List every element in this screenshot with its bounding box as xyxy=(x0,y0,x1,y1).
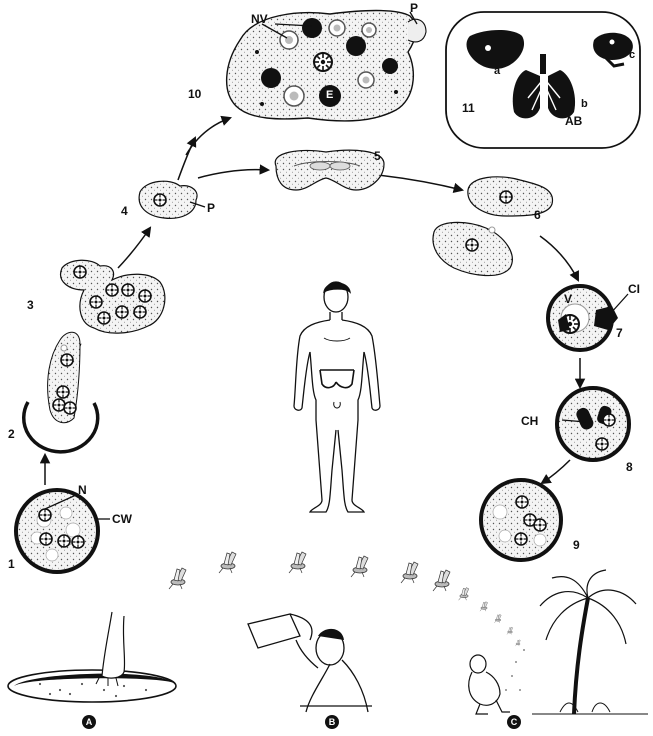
organ-label-lung: b xyxy=(581,99,588,110)
chromatoid-label: CI xyxy=(628,283,640,295)
stage-9-mature-cyst xyxy=(481,480,561,560)
stage-label-2: 2 xyxy=(8,428,15,440)
ingested-cell-label: E xyxy=(326,90,333,101)
stage-4-trophozoite xyxy=(139,181,205,218)
organ-label-liver: a xyxy=(494,66,500,77)
nuclear-variation-label: NV xyxy=(251,13,268,25)
human-figure xyxy=(294,282,380,512)
stage-label-8: 8 xyxy=(626,461,633,473)
route-a-soil-contact xyxy=(8,612,176,702)
route-c-defecation xyxy=(469,570,648,714)
stage-label-5: 5 xyxy=(374,150,381,162)
vacuole-label: V xyxy=(564,293,572,305)
route-label-c: C xyxy=(507,715,521,729)
stage-label-6: 6 xyxy=(534,209,541,221)
stage-7-precyst xyxy=(548,286,628,350)
cyst-wall-label: CW xyxy=(112,513,132,525)
chromatoid-bodies-label: CH xyxy=(521,415,538,427)
pseudopod-label-stage-10: P xyxy=(410,2,418,14)
stage-label-4: 4 xyxy=(121,205,128,217)
stage-label-3: 3 xyxy=(27,299,34,311)
pseudopod-label-stage-4: P xyxy=(207,202,215,214)
stage-3-metacystic xyxy=(61,260,165,333)
organ-label-brain: c xyxy=(629,50,635,61)
stage-6-daughters xyxy=(433,177,553,276)
stage-8-cyst xyxy=(557,388,629,460)
stage-label-11: 11 xyxy=(462,102,475,114)
stage-label-10: 10 xyxy=(188,88,201,100)
stage-1-cyst xyxy=(16,490,110,572)
route-label-a: A xyxy=(82,715,96,729)
route-label-b: B xyxy=(325,715,339,729)
stage-5-dividing xyxy=(275,150,384,190)
flies xyxy=(169,552,520,646)
stage-10-trophozoite xyxy=(227,11,426,121)
route-b-drinking xyxy=(248,614,372,712)
palm-tree-icon xyxy=(532,570,648,714)
nucleus-label: N xyxy=(78,484,87,496)
stage-label-1: 1 xyxy=(8,558,15,570)
stage-11-organs-inset xyxy=(446,12,640,148)
stage-2-excystation xyxy=(24,332,98,452)
organ-label-abscess: AB xyxy=(565,115,582,127)
stage-label-7: 7 xyxy=(616,327,623,339)
stage-label-9: 9 xyxy=(573,539,580,551)
